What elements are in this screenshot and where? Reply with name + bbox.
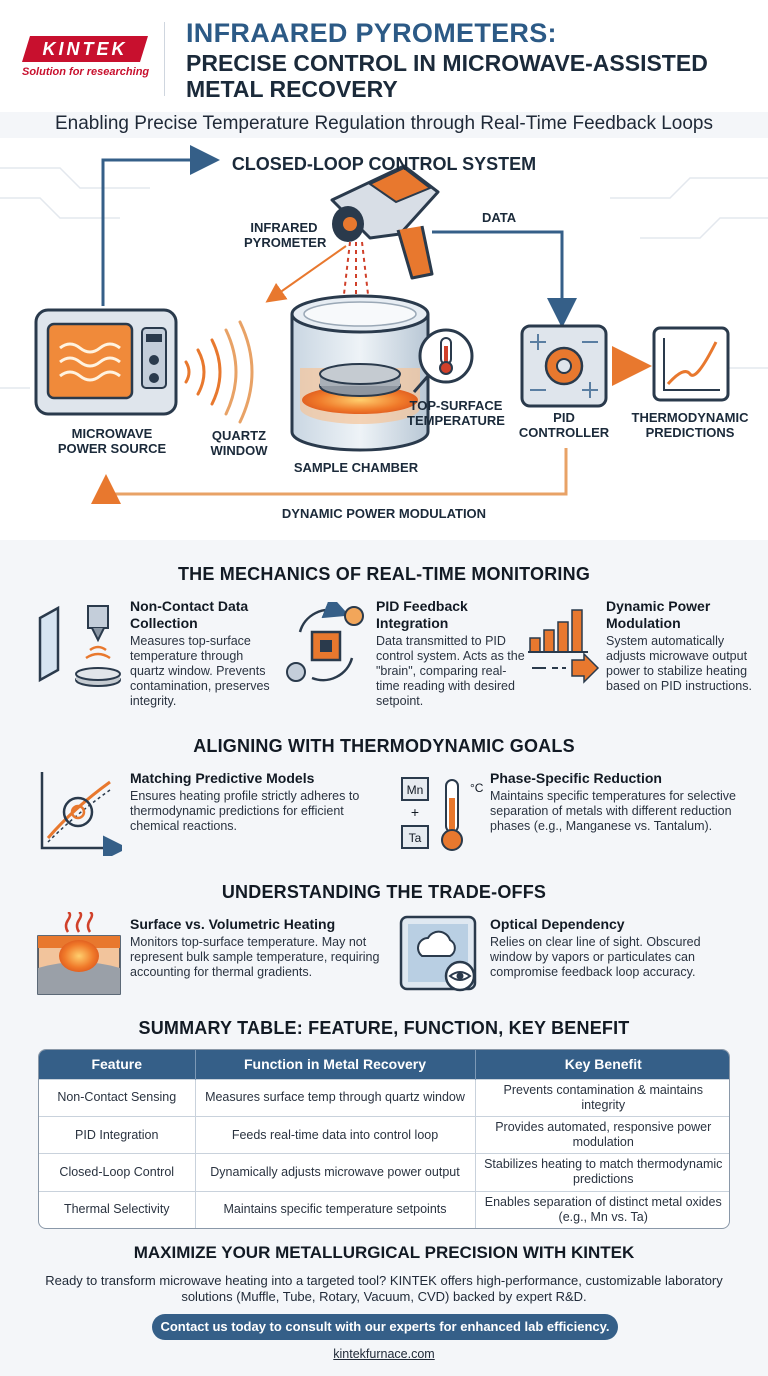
optical-window-icon [399, 915, 477, 992]
website-link[interactable]: kintekfurnace.com [333, 1347, 435, 1361]
card-title-phase-reduction: Phase-Specific Reduction [490, 770, 662, 786]
section-title-summary: SUMMARY TABLE: FEATURE, FUNCTION, KEY BE… [138, 1018, 630, 1038]
label-pid-controller: PID CONTROLLER [518, 410, 610, 440]
label-infrared-pyrometer: INFRARED PYROMETER [244, 220, 327, 250]
label-dynamic-power-modulation: DYNAMIC POWER MODULATION [281, 506, 487, 521]
svg-text:°C: °C [470, 781, 484, 795]
thermodynamic-chart-icon [652, 326, 730, 402]
table-cell: Prevents contamination & maintains integ… [475, 1078, 729, 1117]
card-text-pid-feedback: Data transmitted to PID control system. … [376, 634, 525, 708]
diagram-graphics [0, 145, 768, 504]
svg-text:KINTEK: KINTEK [43, 39, 128, 59]
card-text-non-contact: Measures top-surface temperature through… [130, 634, 270, 708]
table-cell: Measures surface temp through quartz win… [195, 1078, 476, 1117]
card-title-non-contact: Non-Contact Data Collection [130, 598, 249, 631]
card-text-phase-reduction: Maintains specific temperatures for sele… [490, 789, 736, 833]
section-title-tradeoffs: UNDERSTANDING THE TRADE-OFFS [221, 882, 547, 902]
page-title-line1: INFRAARED PYROMETERS: [186, 18, 557, 48]
pid-feedback-icon [286, 602, 364, 682]
card-text-predictive-models: Ensures heating profile strictly adheres… [130, 789, 360, 833]
arrow-data-to-pid [432, 230, 577, 328]
arrow-microwave-to-system [101, 145, 220, 306]
card-title-dynamic-power: Dynamic Power Modulation [606, 598, 711, 631]
arrow-to-quartz [265, 245, 347, 303]
infrared-pyrometer-icon [330, 164, 440, 280]
surface-heating-icon [37, 912, 121, 995]
table-cell: Provides automated, responsive power mod… [475, 1115, 729, 1154]
cta-text: Ready to transform microwave heating int… [45, 1273, 723, 1304]
logo-tagline: Solution for researching [22, 66, 150, 78]
table-cell: Non-Contact Sensing [39, 1078, 196, 1117]
table-row: PID Integration Feeds real-time data int… [39, 1115, 729, 1154]
label-sample-chamber: SAMPLE CHAMBER [293, 460, 419, 475]
table-cell: PID Integration [39, 1115, 196, 1154]
arrow-power-modulation [91, 448, 568, 504]
predictive-model-chart-icon [40, 772, 122, 856]
page-subtitle: Enabling Precise Temperature Regulation … [55, 113, 713, 134]
table-header-cell: Function in Metal Recovery [195, 1050, 476, 1079]
table-cell: Enables separation of distinct metal oxi… [475, 1190, 729, 1228]
svg-text:Mn: Mn [407, 783, 424, 797]
card-title-optical-dependency: Optical Dependency [490, 916, 625, 932]
table-row: Thermal Selectivity Maintains specific t… [39, 1190, 729, 1228]
contact-button[interactable]: Contact us today to consult with our exp… [152, 1314, 618, 1340]
table-header-cell: Key Benefit [475, 1050, 729, 1079]
label-thermodynamic-predictions: THERMODYNAMIC PREDICTIONS [631, 410, 749, 440]
non-contact-sensor-icon [38, 605, 121, 687]
table-cell: Feeds real-time data into control loop [195, 1115, 476, 1154]
card-title-surface-heating: Surface vs. Volumetric Heating [130, 916, 336, 932]
microwave-oven-icon [34, 308, 178, 416]
page-title-line2: PRECISE CONTROL IN MICROWAVE-ASSISTED ME… [186, 50, 708, 102]
label-data: DATA [482, 210, 517, 225]
table-row: Closed-Loop Control Dynamically adjusts … [39, 1153, 729, 1192]
label-top-surface-temperature: TOP-SURFACE TEMPERATURE [407, 398, 505, 428]
card-title-predictive-models: Matching Predictive Models [130, 770, 315, 786]
microwave-waves-icon [184, 320, 254, 424]
card-title-pid-feedback: PID Feedback Integration [376, 598, 468, 631]
section-title-mechanics: THE MECHANICS OF REAL-TIME MONITORING [177, 564, 591, 584]
svg-text:Ta: Ta [409, 831, 422, 845]
thermometer-bubble-icon [412, 328, 474, 393]
diagram-title: CLOSED-LOOP CONTROL SYSTEM [231, 154, 537, 174]
pid-controller-icon [520, 324, 608, 408]
power-bars-icon [528, 609, 600, 684]
table-cell: Dynamically adjusts microwave power outp… [195, 1153, 476, 1192]
sample-chamber-icon [290, 294, 430, 452]
summary-table: Feature Function in Metal Recovery Key B… [38, 1049, 730, 1229]
table-row: Non-Contact Sensing Measures surface tem… [39, 1078, 729, 1117]
table-cell: Maintains specific temperature setpoints [195, 1190, 476, 1228]
cta-title: MAXIMIZE YOUR METALLURGICAL PRECISION WI… [133, 1243, 635, 1262]
table-header-row: Feature Function in Metal Recovery Key B… [39, 1050, 729, 1079]
card-text-dynamic-power: System automatically adjusts microwave o… [606, 634, 752, 693]
table-cell: Thermal Selectivity [39, 1190, 196, 1228]
table-cell: Stabilizes heating to match thermodynami… [475, 1153, 729, 1192]
element-thermometer-icon: Mn + Ta °C [401, 777, 484, 851]
header-divider [164, 22, 165, 96]
table-header-cell: Feature [39, 1050, 196, 1079]
card-text-surface-heating: Monitors top-surface temperature. May no… [130, 935, 380, 979]
table-cell: Closed-Loop Control [39, 1153, 196, 1192]
svg-text:+: + [411, 804, 419, 820]
kintek-logo[interactable]: KINTEK [22, 36, 148, 62]
label-microwave-power-source: MICROWAVE POWER SOURCE [57, 426, 167, 456]
card-text-optical-dependency: Relies on clear line of sight. Obscured … [490, 935, 701, 979]
section-title-thermo-goals: ALIGNING WITH THERMODYNAMIC GOALS [193, 736, 575, 756]
label-quartz-window: QUARTZ WINDOW [210, 428, 268, 458]
